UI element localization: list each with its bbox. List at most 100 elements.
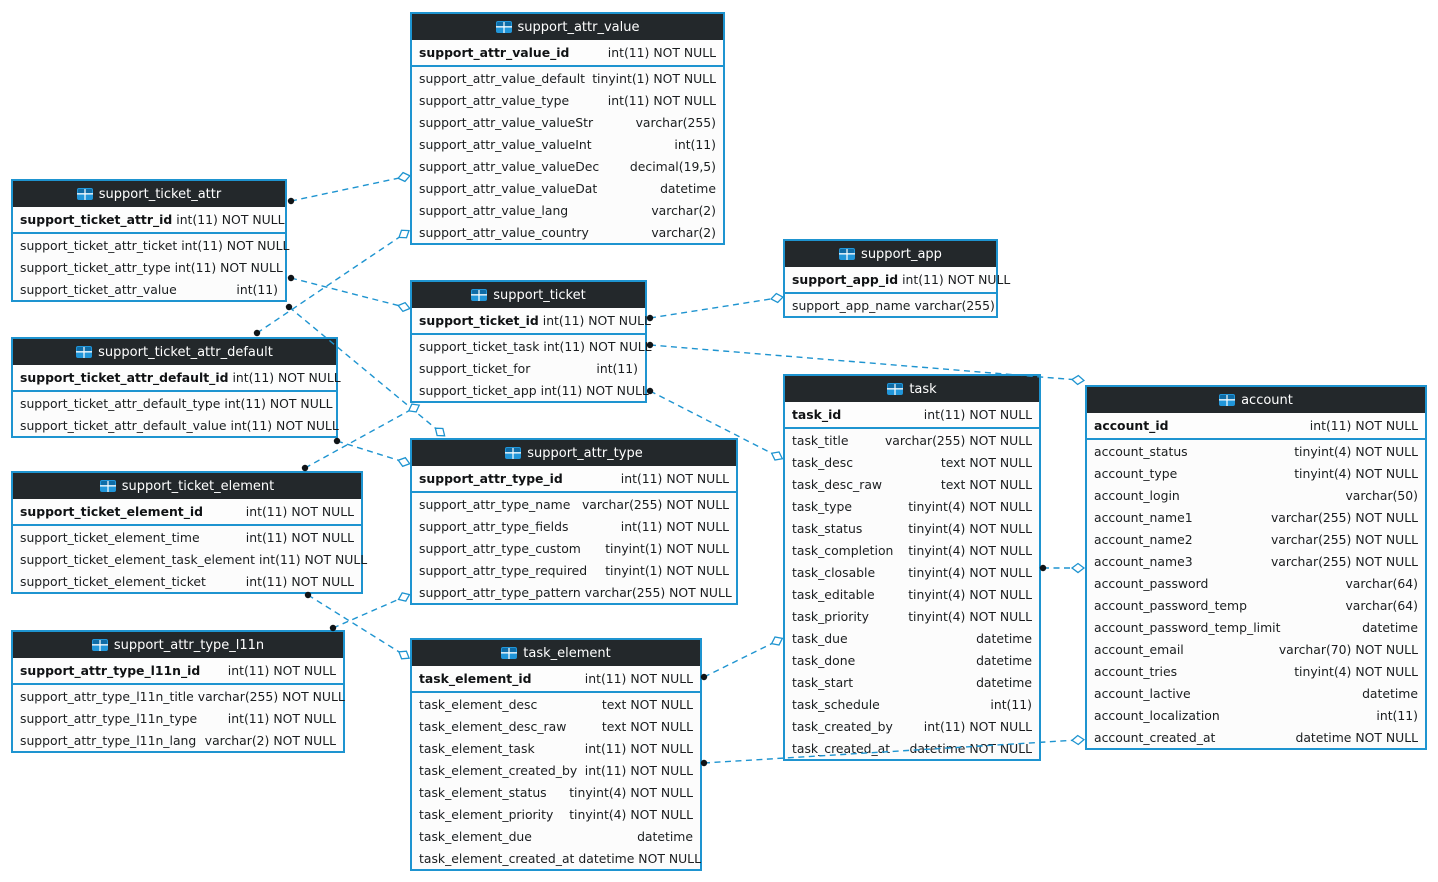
table-header[interactable]: support_attr_type_l11n: [13, 632, 343, 658]
table-header[interactable]: account: [1087, 387, 1425, 413]
table-header[interactable]: support_attr_type: [412, 440, 736, 466]
relationship-support_ticket_attr-to-support_ticket[interactable]: [287, 274, 411, 313]
table-header[interactable]: task_element: [412, 640, 700, 666]
table-header[interactable]: support_ticket_element: [13, 473, 361, 499]
table-header[interactable]: support_ticket_attr_default: [13, 339, 336, 365]
relationship-support_attr_type_l11n-to-support_attr_type[interactable]: [329, 592, 411, 632]
table-header[interactable]: support_app: [785, 241, 996, 267]
table-header[interactable]: task: [785, 376, 1039, 402]
table-header[interactable]: support_ticket: [412, 282, 645, 308]
table-header[interactable]: support_attr_value: [412, 14, 723, 40]
table-header[interactable]: support_ticket_attr: [13, 181, 285, 207]
relationship-task_element-to-task[interactable]: [700, 636, 784, 681]
relationship-support_ticket_attr-to-support_attr_value[interactable]: [287, 171, 411, 205]
relationship-support_ticket_attr_default-to-support_attr_type[interactable]: [333, 437, 411, 468]
relationship-task-to-account[interactable]: [1039, 562, 1086, 574]
